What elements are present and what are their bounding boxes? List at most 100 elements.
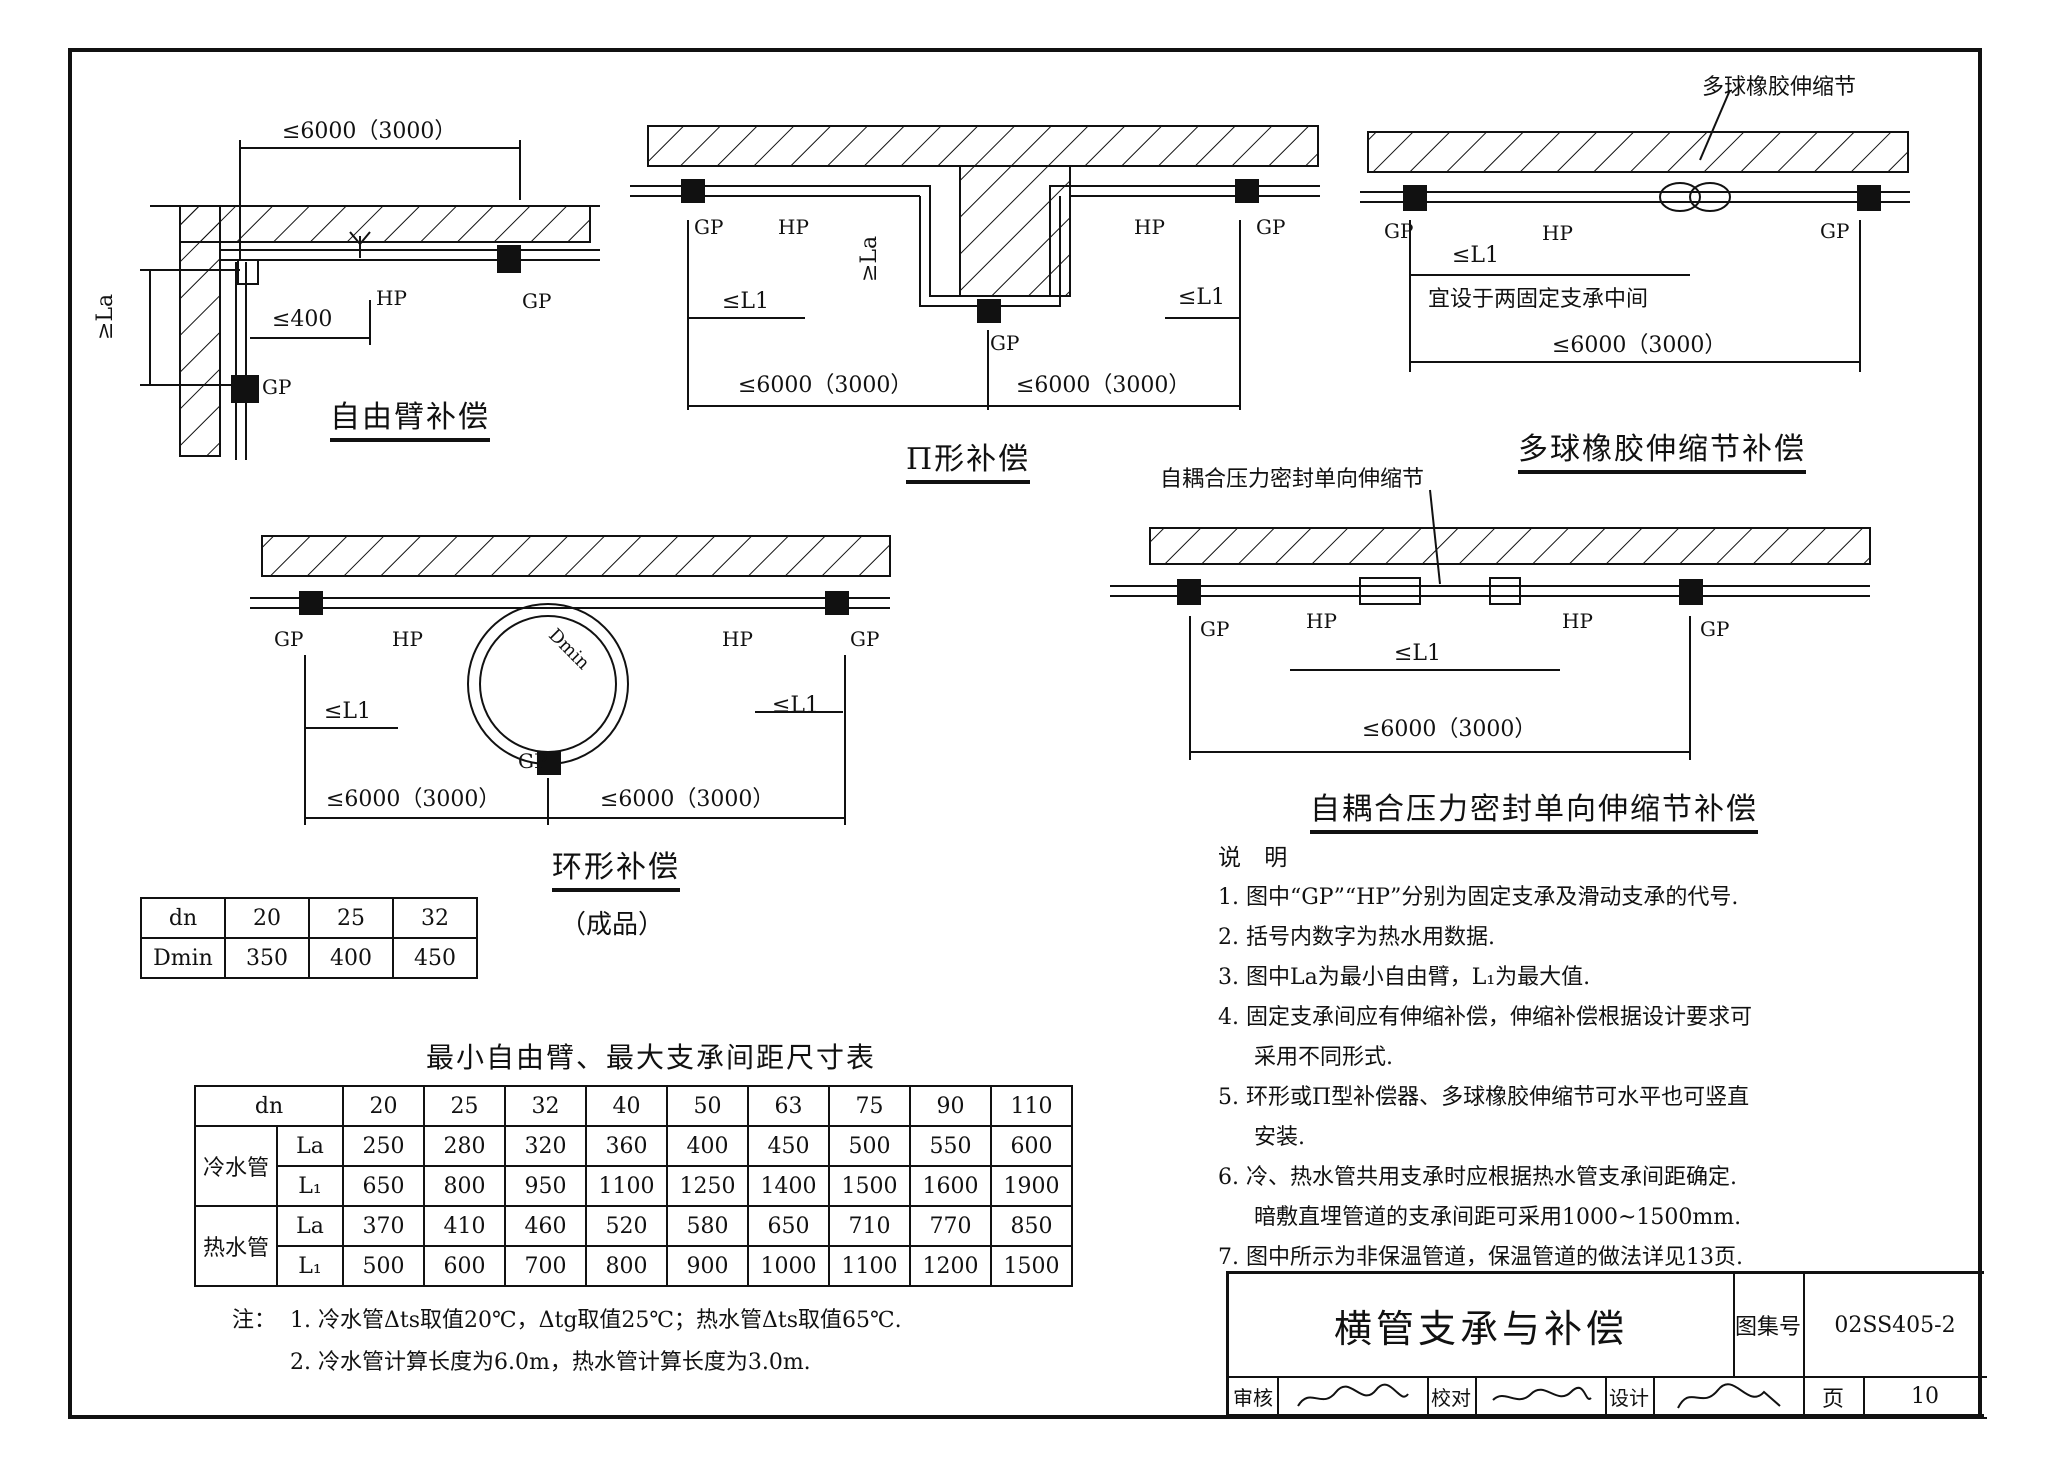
table-notes-label: 注： [232, 1308, 277, 1333]
pi-gp-bottom: GP [990, 331, 1019, 355]
page-label: 页 [1803, 1376, 1865, 1419]
ring-hp-right: HP [722, 627, 753, 651]
ring-diagram [250, 535, 891, 825]
pi-gp-left: GP [694, 215, 723, 239]
pi-gp-right: GP [1256, 215, 1285, 239]
pi-hp-left: HP [778, 215, 809, 239]
table-cell: 600 [990, 1125, 1073, 1167]
mb-gp-left: GP [1384, 219, 1413, 243]
table-header-cell: 75 [828, 1085, 911, 1127]
self-coupling-diagram [1110, 489, 1871, 760]
ring-span-left: ≤6000（3000） [326, 787, 500, 812]
free-arm-400-dim: ≤400 [272, 307, 332, 332]
table-cell: 1500 [828, 1165, 911, 1207]
table-row: L₁ 500 600 700 800 900 1000 1100 1200 15… [195, 1245, 1073, 1287]
mb-middle-note: 宜设于两固定支承中间 [1428, 287, 1648, 312]
table-header-row: dn 20 25 32 40 50 63 75 90 110 [194, 1085, 1073, 1127]
drawing-title: 横管支承与补偿 [1229, 1274, 1735, 1378]
table-row: 冷水管 La 250 280 320 360 400 450 500 550 6… [194, 1125, 1073, 1207]
sc-span: ≤6000（3000） [1362, 717, 1536, 742]
table-header-cell: 32 [504, 1085, 587, 1127]
table-header-cell: 40 [585, 1085, 668, 1127]
table-group-cell: 冷水管 [194, 1125, 278, 1207]
self-coupling-title: 自耦合压力密封单向伸缩节补偿 [1310, 784, 1758, 834]
table-cell: 20 [224, 897, 310, 939]
table-header-cell: 90 [909, 1085, 992, 1127]
diagram-labels: ≤6000（3000） ≥La ≤400 HP GP GP GP HP ≥La … [93, 75, 1856, 812]
check-label: 校对 [1427, 1376, 1477, 1419]
ring-title: 环形补偿 [552, 842, 680, 892]
dmin-table: dn 20 25 32 Dmin 350 400 450 [140, 897, 478, 979]
explanation-item: 3. 图中La为最小自由臂，L₁为最大值. [1218, 965, 1591, 990]
explanation-item: 7. 图中所示为非保温管道，保温管道的做法详见13页. [1218, 1245, 1743, 1270]
ring-subtitle: （成品） [560, 910, 665, 940]
table-label-cell: L₁ [276, 1245, 344, 1287]
free-arm-la-dim: ≥La [93, 294, 118, 340]
multi-ball-diagram [1360, 89, 1910, 372]
table-cell: 800 [585, 1245, 668, 1287]
mb-callout: 多球橡胶伸缩节 [1702, 75, 1856, 100]
table-cell: 400 [308, 937, 394, 979]
table-row: dn 20 25 32 [140, 897, 478, 939]
free-arm-hp: HP [376, 286, 407, 310]
table-cell: 25 [308, 897, 394, 939]
ring-gp-right: GP [850, 627, 879, 651]
table-row: L₁ 650 800 950 1100 1250 1400 1500 1600 … [195, 1165, 1073, 1207]
table-header-cell: 50 [666, 1085, 749, 1127]
table-cell: 1250 [666, 1165, 749, 1207]
table-label-cell: La [276, 1205, 344, 1247]
table-header-cell: 20 [342, 1085, 425, 1127]
design-label: 设计 [1605, 1376, 1655, 1419]
table-cell: 500 [828, 1125, 911, 1167]
table-cell: 32 [392, 897, 478, 939]
table-cell: 1400 [747, 1165, 830, 1207]
table-cell: 600 [423, 1245, 506, 1287]
table-notes: 注： 1. 冷水管Δts取值20℃，Δtg取值25℃；热水管Δts取值65℃. … [232, 1300, 902, 1384]
sc-gp-left: GP [1200, 617, 1229, 641]
table-cell: 1100 [585, 1165, 668, 1207]
ring-l1-left: ≤L1 [324, 699, 371, 724]
table-cell: 850 [990, 1205, 1073, 1247]
table-cell: 950 [504, 1165, 587, 1207]
explanation-item: 4. 固定支承间应有伸缩补偿，伸缩补偿根据设计要求可 [1218, 1005, 1752, 1030]
table-cell: 770 [909, 1205, 992, 1247]
ring-dmin: Dmin [544, 625, 594, 675]
pi-shape-diagram [630, 125, 1320, 410]
table-cell: 550 [909, 1125, 992, 1167]
table-cell: 650 [342, 1165, 425, 1207]
pi-l1-right: ≤L1 [1178, 285, 1225, 310]
ring-hp-left: HP [392, 627, 423, 651]
sc-gp-right: GP [1700, 617, 1729, 641]
table-cell: 360 [585, 1125, 668, 1167]
table-cell: 800 [423, 1165, 506, 1207]
table-cell: 710 [828, 1205, 911, 1247]
title-block: 横管支承与补偿 图集号 02SS405-2 审核 校对 设计 页 10 [1226, 1271, 1987, 1419]
pi-shape-title: Π形补偿 [906, 434, 1031, 484]
atlas-label: 图集号 [1733, 1274, 1805, 1378]
table-header-cell: 63 [747, 1085, 830, 1127]
signature-scribble [1297, 1383, 1409, 1407]
pi-span-right: ≤6000（3000） [1016, 373, 1190, 398]
table-cell: 1100 [828, 1245, 911, 1287]
free-arm-gp2: GP [522, 289, 551, 313]
ring-l1-right: ≤L1 [772, 693, 819, 718]
mb-span: ≤6000（3000） [1552, 333, 1726, 358]
design-signature [1653, 1376, 1805, 1419]
table-cell: 400 [666, 1125, 749, 1167]
free-arm-gp: GP [262, 375, 291, 399]
table-note: 2. 冷水管计算长度为6.0m，热水管计算长度为3.0m. [290, 1350, 811, 1375]
ring-gp-bottom: GP [518, 749, 547, 773]
table-cell: 370 [342, 1205, 425, 1247]
table-label-cell: L₁ [276, 1165, 344, 1207]
atlas-number: 02SS405-2 [1803, 1274, 1987, 1378]
explanation-item: 暗敷直埋管道的支承间距可采用1000~1500mm. [1254, 1205, 1742, 1230]
check-signature [1475, 1376, 1607, 1419]
table-group-cell: 热水管 [194, 1205, 278, 1287]
table-cell: 350 [224, 937, 310, 979]
table-cell: 280 [423, 1125, 506, 1167]
table-row: Dmin 350 400 450 [140, 937, 478, 979]
table-header-cell: 25 [423, 1085, 506, 1127]
table-cell: 700 [504, 1245, 587, 1287]
pi-la: ≥La [857, 236, 882, 282]
